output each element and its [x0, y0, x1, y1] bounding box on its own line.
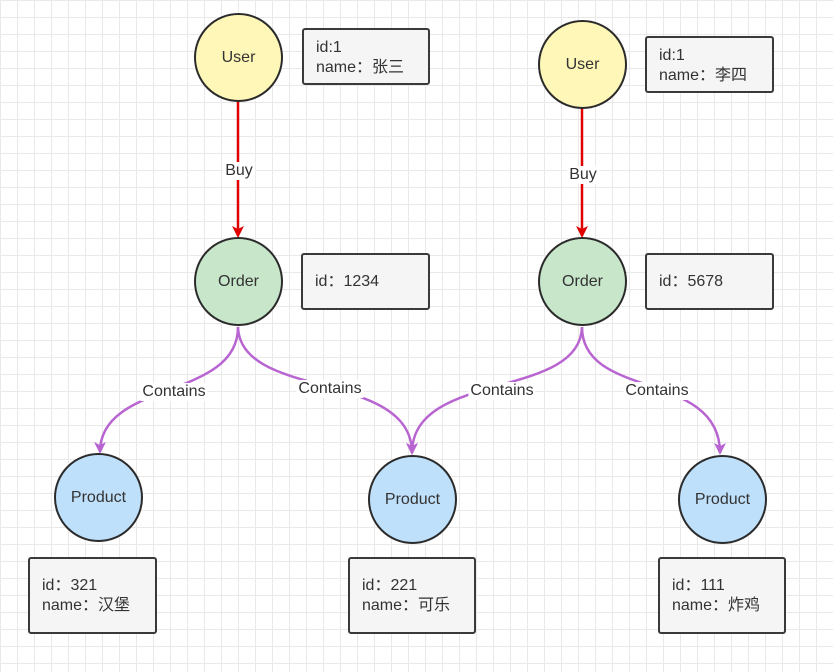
user-1-id: id:1 — [316, 39, 342, 56]
product-node-2-label: Product — [384, 490, 441, 508]
order-node-1-label: Order — [218, 272, 259, 290]
edge-label-contains-2: Contains — [296, 380, 364, 398]
order-2-id: id：5678 — [659, 272, 724, 290]
user-2-id: id:1 — [659, 47, 685, 64]
user-node-1-label: User — [221, 48, 256, 66]
product-2-name: name：可乐 — [362, 597, 451, 614]
product-2-info-box: id：221 name：可乐 — [348, 557, 476, 634]
edge-label-contains-3: Contains — [468, 382, 536, 400]
product-node-1-label: Product — [70, 488, 127, 506]
order-node-2[interactable]: Order — [538, 237, 627, 326]
user-2-info-box: id:1 name：李四 — [645, 36, 774, 93]
order-2-info-box: id：5678 — [645, 253, 774, 310]
product-2-id: id：221 — [362, 577, 418, 594]
product-1-id: id：321 — [42, 577, 98, 594]
edge-label-contains-4: Contains — [623, 382, 691, 400]
edge-label-contains-1: Contains — [140, 383, 208, 401]
user-node-1[interactable]: User — [194, 13, 283, 102]
order-1-id: id：1234 — [315, 272, 380, 290]
product-node-2[interactable]: Product — [368, 455, 457, 544]
product-node-1[interactable]: Product — [54, 453, 143, 542]
order-1-info-box: id：1234 — [301, 253, 430, 310]
user-1-name: name：张三 — [316, 59, 405, 76]
edge-label-buy-2: Buy — [567, 166, 599, 184]
order-node-2-label: Order — [562, 272, 603, 290]
product-node-3[interactable]: Product — [678, 455, 767, 544]
product-1-info-box: id：321 name：汉堡 — [28, 557, 157, 634]
order-node-1[interactable]: Order — [194, 237, 283, 326]
user-node-2-label: User — [565, 55, 600, 73]
product-3-info-box: id：111 name：炸鸡 — [658, 557, 786, 634]
user-node-2[interactable]: User — [538, 20, 627, 109]
user-2-name: name：李四 — [659, 67, 748, 84]
user-1-info-box: id:1 name：张三 — [302, 28, 430, 85]
product-node-3-label: Product — [694, 490, 751, 508]
product-3-name: name：炸鸡 — [672, 597, 761, 614]
product-1-name: name：汉堡 — [42, 597, 131, 614]
product-3-id: id：111 — [672, 577, 725, 594]
edge-label-buy-1: Buy — [223, 162, 255, 180]
